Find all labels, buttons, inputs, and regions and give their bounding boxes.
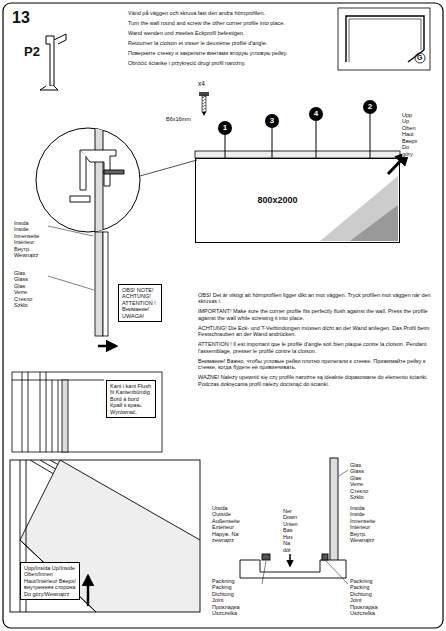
node-text: Upp/Insida Up/Inside Oben/Innen Haut/Int… — [24, 565, 76, 597]
leader-line — [370, 114, 371, 158]
callout-number: 4 — [309, 107, 323, 121]
warning-text: IMPORTANT! Make sure the corner profile … — [198, 308, 436, 321]
leader-line — [316, 121, 317, 158]
orientation-box: Upp/Insida Up/Inside Oben/Innen Haut/Int… — [20, 562, 80, 600]
instruction: Wand wenden und zweites Eckprofil befest… — [128, 30, 334, 36]
instruction: Поверните стенку и закрепите винтами вто… — [128, 50, 334, 56]
gasket-label: Packning Packing Dichtung Joint Прокладк… — [350, 578, 378, 617]
callout-number: 1 — [218, 121, 232, 135]
corner-detail — [10, 460, 200, 612]
leader-line — [272, 128, 273, 158]
warning-group: OBS! Det är viktigt att hörnprofilen lig… — [198, 292, 436, 391]
callout-text: 1 — [223, 124, 227, 132]
node-text: 800x2000 — [255, 195, 299, 206]
flush-detail — [12, 372, 162, 452]
node-text: Kant i kant Flush fit Kantenbündig Bord … — [110, 383, 152, 415]
callout-text: 4 — [314, 110, 318, 118]
part-name: P2 — [24, 44, 40, 59]
screw — [199, 92, 209, 116]
callout-number: 2 — [363, 100, 377, 114]
instruction: Obróćić ściankę i przykręcić drugi profi… — [128, 60, 334, 66]
corner-profile-p2 — [40, 34, 66, 90]
wall-panel: 800x2000 — [195, 158, 400, 243]
page-frame — [3, 3, 443, 628]
warning-box: OBS! NOTE! ACHTUNG! ATTENTION ! Внимание… — [118, 284, 162, 322]
detail-circle — [36, 128, 197, 346]
warning-text: Внимание! Важно, чтобы угловые рейки пло… — [198, 358, 436, 371]
warning-text: OBS! Det är viktigt att hörnprofilen lig… — [198, 292, 436, 305]
gasket-label: Packning Packing Dichtung Joint Прокладк… — [212, 578, 240, 617]
shower-inset — [338, 8, 430, 70]
side-label: Insida Inside Innenseite Intérieur Внутр… — [14, 220, 39, 259]
direction-label: Ner Down Unten Bas Низ Na dół — [283, 508, 298, 553]
note-box: Kant i kant Flush fit Kantenbündig Bord … — [106, 380, 156, 418]
callout-letter: G — [417, 54, 422, 62]
profile-cross-section — [240, 458, 348, 584]
callout-number: 3 — [265, 114, 279, 128]
direction-label: Upp Up Oben Haut Вверх Do góry — [402, 112, 417, 157]
side-label: Utsida Outside Außenseite Extérieur Нару… — [212, 505, 240, 544]
instruction-group: Vänd på väggen och skruva fast den andra… — [128, 10, 334, 70]
node-text: OBS! NOTE! ACHTUNG! ATTENTION ! Внимание… — [122, 287, 158, 319]
screw-size: B6x16mm — [166, 116, 191, 122]
instruction: Vänd på väggen och skruva fast den andra… — [128, 10, 334, 16]
warning-text: ACHTUNG! Die Eck- und T-Verbindungen müs… — [198, 325, 436, 338]
leader-line — [225, 135, 226, 158]
callout-text: 2 — [368, 103, 372, 111]
instruction: Retourner la cloison et visser le deuxiè… — [128, 40, 334, 46]
quantity: x4 — [198, 80, 205, 88]
material-label: Glas Glass Glas Verre Стекло Szkło — [350, 462, 368, 501]
warning-text: ATTENTION ! Il est important que le prof… — [198, 341, 436, 354]
step-number: 13 — [12, 9, 30, 28]
warning-text: WAŻNE! Należy upewnić się czy profile na… — [198, 374, 436, 387]
wall-panel-frame — [195, 151, 400, 241]
callout-text: 3 — [270, 117, 274, 125]
instruction: Turn the wall round and screw the other … — [128, 20, 334, 26]
side-label: Insida Inside Innenseite Intérieur Внутр… — [350, 505, 375, 544]
material-label: Glas Glass Glas Verre Стекло Szkło — [14, 270, 32, 309]
